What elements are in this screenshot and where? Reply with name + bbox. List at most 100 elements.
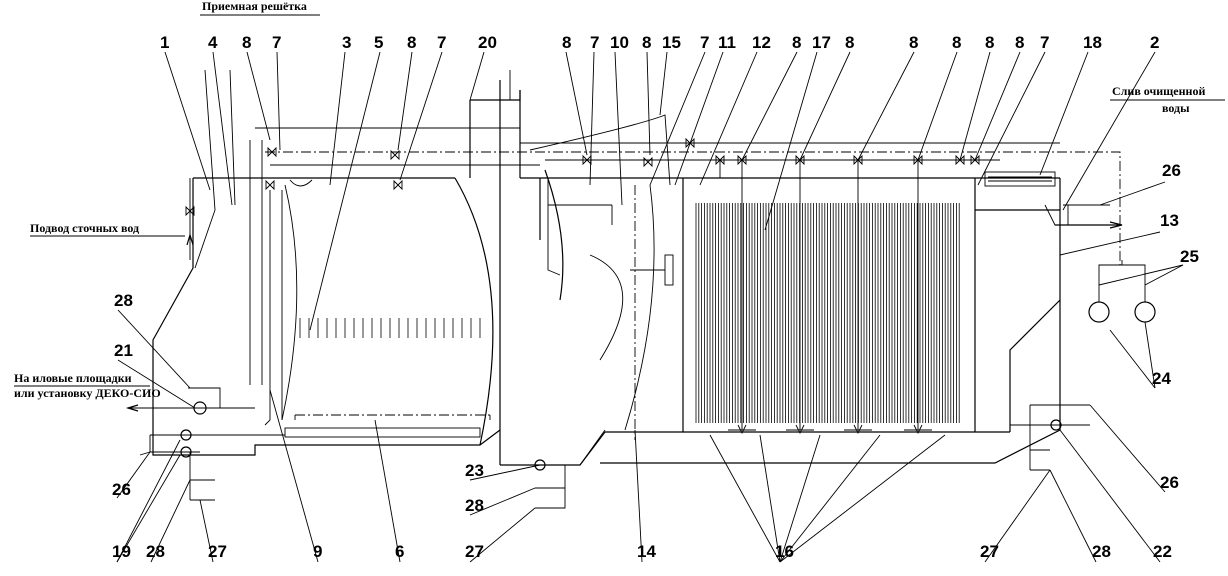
leader-line — [1089, 404, 1166, 493]
leader-line — [614, 51, 623, 206]
leader-line — [674, 51, 724, 186]
middle-section-internals — [469, 70, 674, 440]
top-piping — [255, 127, 1121, 265]
leader-line — [1109, 329, 1156, 389]
label-20: 20 — [478, 33, 497, 52]
leader-line — [469, 507, 536, 563]
leader-line — [164, 51, 211, 191]
valve-icon — [913, 154, 923, 166]
leader-line — [1049, 469, 1097, 563]
valve-icon — [737, 154, 747, 166]
label-24: 24 — [1152, 369, 1171, 388]
label-7e: 7 — [1040, 33, 1049, 52]
label-14: 14 — [637, 542, 656, 561]
label-7: 7 — [272, 33, 281, 52]
leader-line — [759, 434, 781, 563]
leader-line — [984, 469, 1051, 563]
label-8b: 8 — [407, 33, 416, 52]
leader-line — [1062, 51, 1156, 211]
downpipe-arrow — [795, 424, 805, 435]
label-22: 22 — [1153, 542, 1172, 561]
valve-icon — [265, 179, 275, 191]
valve-icon — [185, 205, 195, 217]
label-8j: 8 — [1015, 33, 1024, 52]
leader-line — [779, 434, 821, 563]
label-17: 17 — [812, 33, 831, 52]
leader-line — [212, 51, 233, 206]
leader-line — [977, 51, 1046, 186]
aerator-downpipes — [719, 160, 932, 435]
label-23: 23 — [465, 461, 484, 480]
downpipe-arrow — [737, 424, 747, 435]
label-27-mid: 27 — [465, 542, 484, 561]
downpipe — [904, 160, 932, 431]
leader-line — [1039, 51, 1089, 176]
leader-line — [397, 51, 413, 151]
downpipe-arrow — [913, 424, 923, 435]
label-7c: 7 — [590, 33, 599, 52]
leader-line — [199, 499, 214, 563]
downpipe — [786, 160, 814, 431]
leader-line — [469, 487, 536, 516]
leader-line — [741, 51, 798, 161]
leader-line — [246, 51, 271, 141]
outlet-assembly — [984, 171, 1156, 471]
label-8i: 8 — [985, 33, 994, 52]
leader-line — [709, 434, 781, 563]
leader-line — [1099, 181, 1166, 206]
leader-line — [116, 451, 151, 499]
label-7d: 7 — [700, 33, 709, 52]
label-5: 5 — [374, 33, 383, 52]
leader-line — [309, 51, 381, 331]
leader-line — [699, 51, 758, 186]
label-26-bottom: 26 — [1160, 473, 1179, 492]
valve-icon — [393, 179, 403, 191]
label-21: 21 — [114, 341, 133, 360]
leader-line — [329, 51, 346, 186]
label-4: 4 — [208, 33, 218, 52]
leader-line — [116, 454, 181, 563]
label-8c: 8 — [562, 33, 571, 52]
label-6: 6 — [395, 542, 404, 561]
label-12: 12 — [752, 33, 771, 52]
aeration-media-right — [695, 203, 960, 423]
leader-line — [269, 389, 319, 563]
label-26-left: 26 — [112, 480, 131, 499]
label-28-right: 28 — [1092, 542, 1111, 561]
leader-line — [1144, 321, 1156, 389]
label-28-leftbottom: 28 — [146, 542, 165, 561]
valve-icon — [643, 156, 653, 168]
leader-line — [117, 309, 191, 389]
label-9: 9 — [313, 542, 322, 561]
leader-line — [634, 429, 643, 563]
tank-outline — [152, 105, 1061, 466]
leader-line — [799, 51, 851, 161]
label-10: 10 — [610, 33, 629, 52]
label-8g: 8 — [909, 33, 918, 52]
label-8d: 8 — [642, 33, 651, 52]
label-26-top: 26 — [1162, 161, 1181, 180]
leader-line — [646, 51, 651, 156]
leader-line — [469, 464, 541, 481]
label-25: 25 — [1180, 247, 1199, 266]
downpipe — [728, 160, 756, 431]
inlet-caption: Подвод сточных вод — [30, 221, 139, 235]
leader-line — [974, 51, 1021, 161]
leader-line — [779, 434, 946, 563]
leader-line — [1098, 264, 1184, 286]
leader-line — [917, 51, 958, 161]
leader-line — [565, 51, 588, 156]
leader-line — [276, 51, 281, 151]
valve-icon — [795, 154, 805, 166]
leader-line — [117, 359, 196, 409]
label-27-right: 27 — [980, 542, 999, 561]
aeration-media-left — [299, 318, 481, 338]
leader-line — [374, 419, 401, 563]
leader-line — [959, 51, 991, 161]
leader-line — [1059, 231, 1161, 256]
leader-line — [649, 51, 706, 186]
leader-line — [659, 51, 668, 116]
label-7b: 7 — [437, 33, 446, 52]
leader-line — [589, 51, 595, 186]
